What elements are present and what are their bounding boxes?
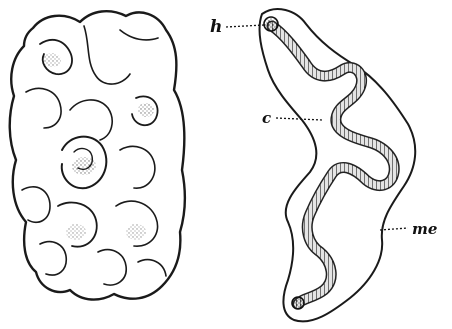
canal-tube (272, 26, 394, 304)
label-head: h (210, 17, 222, 37)
posterior-sucker (292, 297, 304, 309)
leader-head (226, 25, 264, 27)
head-sucker (264, 17, 278, 31)
label-membrane: me (412, 220, 437, 238)
right-specimen (260, 9, 416, 321)
label-canal: c (262, 109, 271, 127)
left-specimen-outline (10, 11, 185, 299)
leader-canal (276, 118, 322, 120)
left-specimen (10, 11, 185, 299)
leader-membrane (380, 228, 408, 230)
